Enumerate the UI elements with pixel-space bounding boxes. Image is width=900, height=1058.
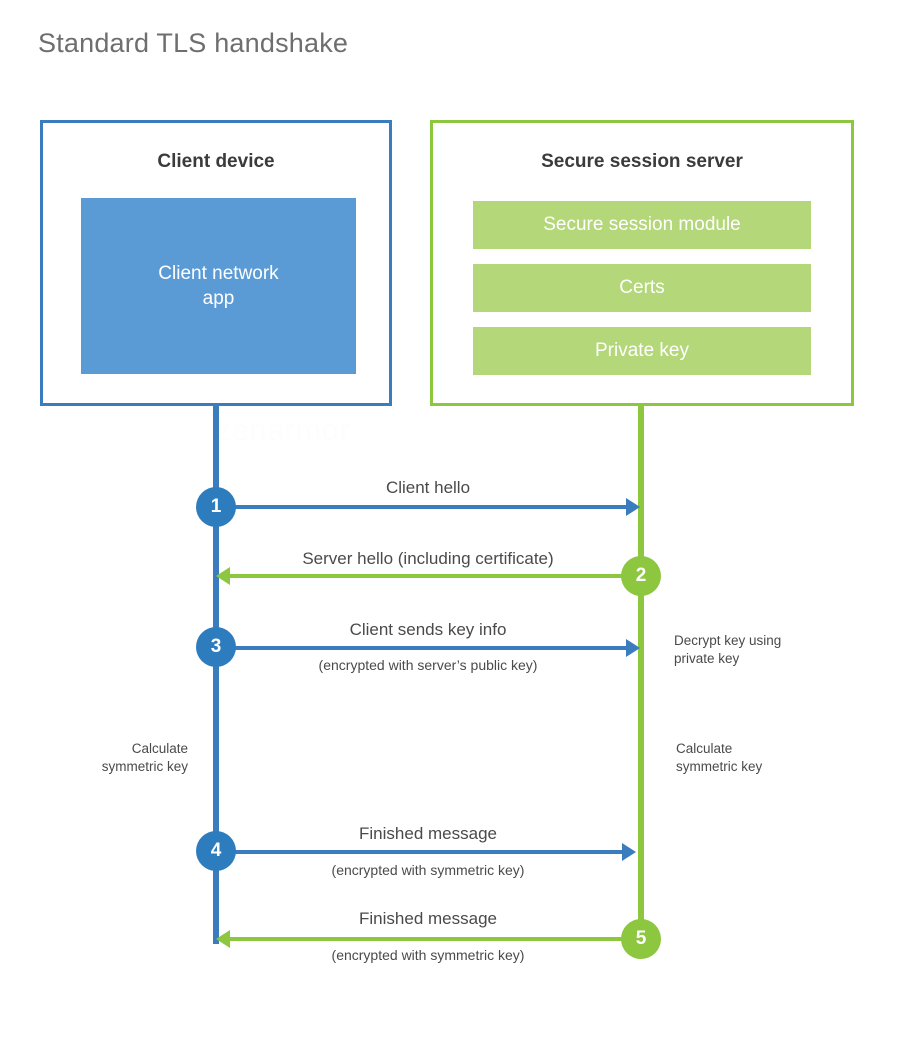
- step-2-arrow-head: [216, 567, 230, 585]
- note-server-decrypt-key: Decrypt key using private key: [674, 633, 782, 666]
- server-component-certs: Certs: [473, 264, 811, 312]
- secure-session-server-panel: Secure session server Secure session mod…: [430, 120, 854, 406]
- step-5-arrow-head: [216, 930, 230, 948]
- client-device-panel: Client device Client network app: [40, 120, 392, 406]
- step-3-sublabel: (encrypted with server’s public key): [318, 657, 538, 673]
- step-5-arrow-line: [230, 937, 642, 941]
- step-1-label: Client hello: [385, 478, 471, 497]
- server-lifeline: [638, 404, 644, 940]
- client-device-title: Client device: [157, 151, 275, 172]
- step-2-label: Server hello (including certificate): [302, 549, 554, 568]
- server-component-private-key: Private key: [473, 327, 811, 375]
- step-3-arrow-line: [216, 646, 626, 650]
- client-lifeline: [213, 404, 219, 944]
- client-network-app-box: Client network app: [81, 198, 356, 374]
- step-1-arrow-line: [216, 505, 626, 509]
- step-3-marker: 3: [196, 627, 236, 667]
- step-1-arrow-head: [626, 498, 640, 516]
- step-2-arrow-line: [230, 574, 642, 578]
- step-3-label: Client sends key info: [349, 620, 507, 639]
- step-5-sublabel: (encrypted with symmetric key): [331, 947, 525, 963]
- note-client-calculate-symmetric-key: Calculate symmetric key: [101, 741, 188, 774]
- secure-session-server-title: Secure session server: [541, 151, 743, 172]
- step-5-label: Finished message: [359, 909, 497, 928]
- note-server-calculate-symmetric-key: Calculate symmetric key: [676, 741, 763, 774]
- step-4-sublabel: (encrypted with symmetric key): [331, 862, 525, 878]
- step-4-arrow-line: [216, 850, 622, 854]
- step-3-arrow-head: [626, 639, 640, 657]
- step-4-marker: 4: [196, 831, 236, 871]
- step-2-marker: 2: [621, 556, 661, 596]
- server-component-secure-session-module: Secure session module: [473, 201, 811, 249]
- background-watermark: zenarmor: [216, 414, 351, 447]
- step-4-label: Finished message: [359, 824, 497, 843]
- step-4-arrow-head: [622, 843, 636, 861]
- step-1-marker: 1: [196, 487, 236, 527]
- step-5-marker: 5: [621, 919, 661, 959]
- page-title: Standard TLS handshake: [38, 28, 349, 58]
